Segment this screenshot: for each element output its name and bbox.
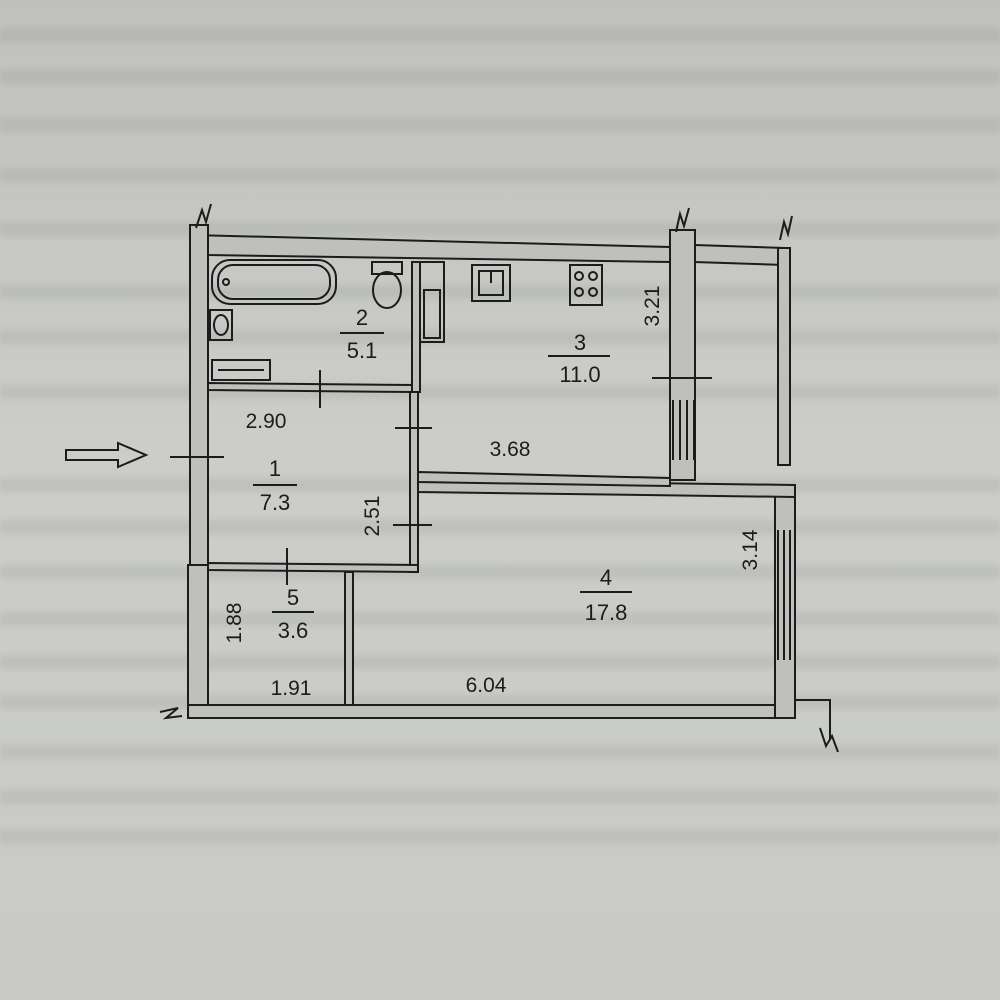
storage-right-wall [344, 571, 354, 706]
room-2-area: 5.1 [347, 338, 378, 363]
left-wall [189, 224, 209, 566]
room-5-number: 5 [287, 585, 299, 610]
dimension-hall-width: 2.90 [246, 410, 287, 433]
bathroom-bottom-wall [207, 381, 413, 394]
background-text-line [0, 70, 1000, 84]
hall-bottom-wall [207, 561, 419, 574]
wall-break-mark [675, 207, 690, 233]
wall-break-mark [159, 707, 183, 720]
balcony-right-wall [777, 247, 791, 466]
hall-right-wall [409, 391, 419, 573]
room-3-number: 3 [574, 330, 586, 355]
dimension-living-depth: 3.14 [739, 529, 762, 570]
background-text-line [0, 612, 1000, 626]
background-text-line [0, 830, 1000, 844]
background-text-line [0, 118, 1000, 132]
towel-dryer-icon [211, 359, 271, 381]
background-text-line [0, 745, 1000, 759]
background-text-line [0, 330, 1000, 344]
sink-icon [209, 309, 233, 341]
dimension-storage-width: 1.91 [271, 677, 312, 700]
washing-machine-icon [419, 261, 445, 343]
background-text-line [0, 655, 1000, 669]
room-5-area: 3.6 [278, 618, 309, 643]
kitchen-sink-icon [471, 264, 511, 302]
wall-break-mark [795, 699, 831, 740]
balcony-top-wall [694, 243, 786, 267]
stove-icon [569, 264, 603, 306]
background-text-line [0, 285, 1000, 299]
partitions [207, 261, 671, 706]
background-text-line [0, 790, 1000, 804]
background-text-line [0, 168, 1000, 182]
top-wall [189, 233, 671, 264]
dimension-living-width: 6.04 [466, 674, 507, 697]
window-living [777, 530, 791, 660]
right-column [669, 229, 696, 481]
dimension-hall-depth: 2.51 [361, 496, 384, 537]
bottom-wall [187, 704, 776, 719]
toilet-icon [371, 261, 403, 309]
room-4-number: 4 [600, 565, 612, 590]
kitchen-bottom-wall [417, 470, 671, 488]
outer-walls [187, 224, 796, 719]
wall-break-mark [779, 215, 793, 241]
room-3-area: 11.0 [559, 362, 600, 387]
bathtub-icon [211, 259, 337, 305]
background-text-line [0, 222, 1000, 236]
background-text-line [0, 520, 1000, 534]
room-1-area: 7.3 [260, 490, 291, 515]
dimension-kitchen-depth: 3.21 [641, 286, 664, 327]
entrance-arrow-icon [65, 441, 149, 469]
window-kitchen [672, 400, 695, 460]
left-wall-lower [187, 564, 209, 706]
background-text-line [0, 28, 1000, 42]
wall-break-mark [819, 727, 839, 753]
wall-break-mark [195, 203, 212, 229]
room-2-number: 2 [356, 305, 368, 330]
dimension-kitchen-width: 3.68 [490, 438, 531, 461]
room-1-number: 1 [269, 456, 281, 481]
bathroom-right-wall [411, 261, 421, 393]
dimension-storage-depth: 1.88 [223, 603, 246, 644]
room-4-area: 17.8 [585, 600, 628, 625]
